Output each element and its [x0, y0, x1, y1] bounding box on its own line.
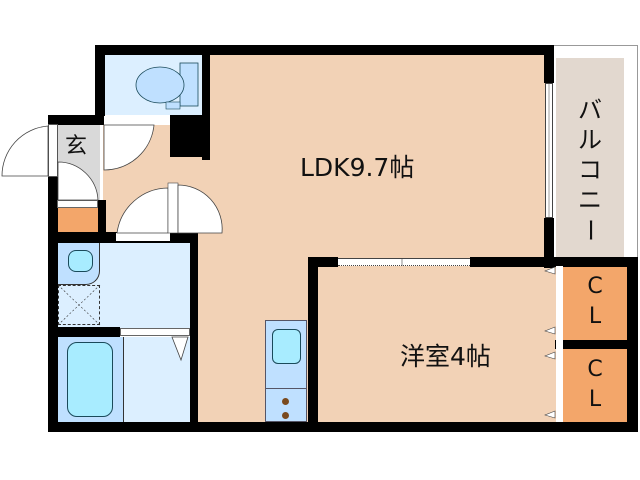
balcony-char: ニ: [578, 186, 602, 214]
closet-label-c: C: [587, 357, 603, 382]
bathroom-door[interactable]: [120, 328, 190, 336]
stove-burner-icon: [282, 412, 289, 419]
western-room-floor: [318, 266, 556, 422]
wall: [470, 257, 638, 267]
wall: [95, 45, 105, 125]
closet-label-c: C: [587, 274, 603, 299]
wall: [48, 327, 120, 337]
toilet-door[interactable]: [104, 116, 156, 125]
wall: [98, 200, 106, 236]
wall: [308, 257, 338, 267]
wall: [544, 45, 554, 83]
western-room-label: 洋室4帖: [400, 342, 491, 371]
entrance-door-swing: [1, 125, 49, 177]
closet-label-l: L: [588, 304, 602, 329]
toilet-door-swing: [103, 124, 155, 171]
wall: [544, 218, 554, 268]
washbasin-icon: [68, 250, 93, 272]
bathtub-icon: [67, 342, 113, 417]
balcony-floor: [553, 55, 627, 260]
wall: [202, 45, 210, 160]
balcony-char: ー: [576, 218, 604, 242]
shoe-storage-door[interactable]: [57, 200, 98, 208]
washing-machine-x: [57, 284, 101, 326]
wall: [555, 340, 638, 349]
wall: [190, 232, 198, 427]
balcony-label: バ ル コ ニ ー: [575, 95, 605, 245]
wall: [48, 177, 58, 432]
entrance-label: 玄: [65, 134, 88, 159]
entrance-door-frame[interactable]: [48, 124, 58, 177]
kitchen-divider: [265, 388, 307, 389]
wall: [48, 422, 638, 432]
closet-door-arrows: [544, 266, 556, 419]
closet-label-l: L: [588, 387, 602, 412]
toilet-icon: [135, 62, 199, 110]
closet-1-floor: [563, 266, 627, 340]
shoe-storage: [58, 208, 98, 232]
stove-burner-icon: [282, 398, 289, 405]
washing-machine-space: [58, 285, 100, 325]
balcony-char: ル: [578, 126, 602, 154]
western-sliding-door[interactable]: [338, 258, 470, 266]
hall-door-swing-right: [177, 184, 223, 234]
ldk-label: LDK9.7帖: [300, 153, 415, 182]
balcony-char: コ: [578, 156, 602, 184]
wall: [170, 115, 210, 157]
closet-door-strip: [556, 266, 563, 422]
washroom-door[interactable]: [116, 233, 170, 241]
bathroom-folding-door: [171, 336, 189, 362]
closet-2-label: C L: [580, 355, 610, 415]
wall: [95, 45, 553, 55]
wall: [48, 115, 105, 125]
kitchen-sink-icon: [272, 329, 301, 364]
closet-1-label: C L: [580, 272, 610, 332]
closet-2-floor: [563, 349, 627, 422]
hall-door-swing-left: [116, 187, 169, 234]
wall: [308, 257, 318, 427]
ldk-floor: [208, 55, 546, 260]
balcony-char: バ: [578, 96, 602, 124]
inner-door-swing: [57, 161, 99, 201]
